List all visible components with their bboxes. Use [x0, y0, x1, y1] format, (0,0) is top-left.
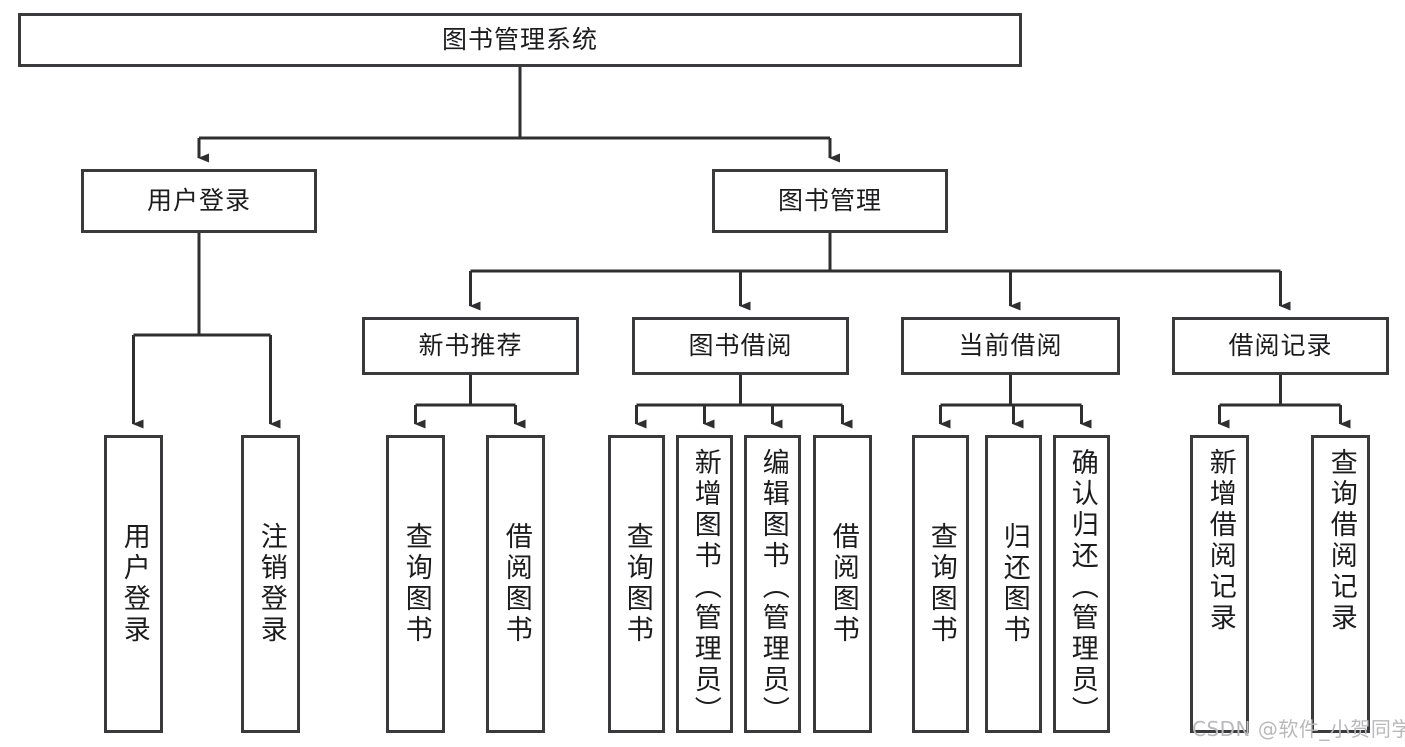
- node-label-borrow-record: 借阅记录: [1228, 331, 1333, 361]
- node-leaf-edit-book[interactable]: 编辑图书（管理员）: [744, 435, 801, 733]
- node-leaf-confirm-return[interactable]: 确认归还（管理员）: [1053, 435, 1110, 733]
- node-label-leaf-return-book: 归还图书: [998, 522, 1030, 646]
- node-leaf-query-book-cur[interactable]: 查询图书: [912, 435, 969, 733]
- node-label-leaf-edit-book: 编辑图书（管理员）: [757, 448, 789, 727]
- node-leaf-query-book-rec[interactable]: 查询图书: [386, 435, 445, 733]
- node-label-leaf-query-book-rec: 查询图书: [400, 522, 432, 646]
- node-label-leaf-query-book-borrow: 查询图书: [621, 522, 653, 646]
- node-leaf-borrow-book-rec[interactable]: 借阅图书: [486, 435, 545, 733]
- node-book-borrow[interactable]: 图书借阅: [632, 317, 849, 375]
- node-label-new-book-rec: 新书推荐: [418, 331, 523, 361]
- node-label-root: 图书管理系统: [441, 25, 598, 55]
- node-new-book-rec[interactable]: 新书推荐: [362, 317, 579, 375]
- node-book-manage[interactable]: 图书管理: [712, 169, 948, 233]
- node-leaf-add-record[interactable]: 新增借阅记录: [1190, 435, 1249, 733]
- node-leaf-add-book[interactable]: 新增图书（管理员）: [676, 435, 733, 733]
- node-label-leaf-query-book-cur: 查询图书: [925, 522, 957, 646]
- node-leaf-borrow-book[interactable]: 借阅图书: [813, 435, 872, 733]
- node-label-leaf-borrow-book: 借阅图书: [827, 522, 859, 646]
- node-leaf-return-book[interactable]: 归还图书: [985, 435, 1042, 733]
- connector-lines: [132, 67, 1351, 429]
- node-label-leaf-add-record: 新增借阅记录: [1204, 448, 1236, 634]
- node-label-leaf-logout: 注销登录: [255, 522, 287, 646]
- node-label-leaf-user-login: 用户登录: [118, 522, 150, 646]
- node-label-current-borrow: 当前借阅: [958, 331, 1063, 361]
- node-current-borrow[interactable]: 当前借阅: [901, 317, 1120, 375]
- node-label-leaf-confirm-return: 确认归还（管理员）: [1066, 448, 1098, 727]
- node-label-leaf-borrow-book-rec: 借阅图书: [500, 522, 532, 646]
- node-label-leaf-add-book: 新增图书（管理员）: [689, 448, 721, 727]
- node-user-login[interactable]: 用户登录: [81, 169, 317, 233]
- node-label-book-borrow: 图书借阅: [688, 331, 793, 361]
- node-label-user-login: 用户登录: [146, 186, 251, 216]
- node-label-book-manage: 图书管理: [777, 186, 882, 216]
- node-root[interactable]: 图书管理系统: [18, 13, 1022, 67]
- node-leaf-user-login[interactable]: 用户登录: [104, 435, 163, 733]
- node-borrow-record[interactable]: 借阅记录: [1172, 317, 1389, 375]
- watermark: CSDN @软件_小贺同学: [1192, 717, 1405, 741]
- node-label-leaf-query-record: 查询借阅记录: [1325, 448, 1357, 634]
- node-leaf-logout[interactable]: 注销登录: [241, 435, 300, 733]
- node-leaf-query-book-borrow[interactable]: 查询图书: [608, 435, 665, 733]
- node-leaf-query-record[interactable]: 查询借阅记录: [1311, 435, 1370, 733]
